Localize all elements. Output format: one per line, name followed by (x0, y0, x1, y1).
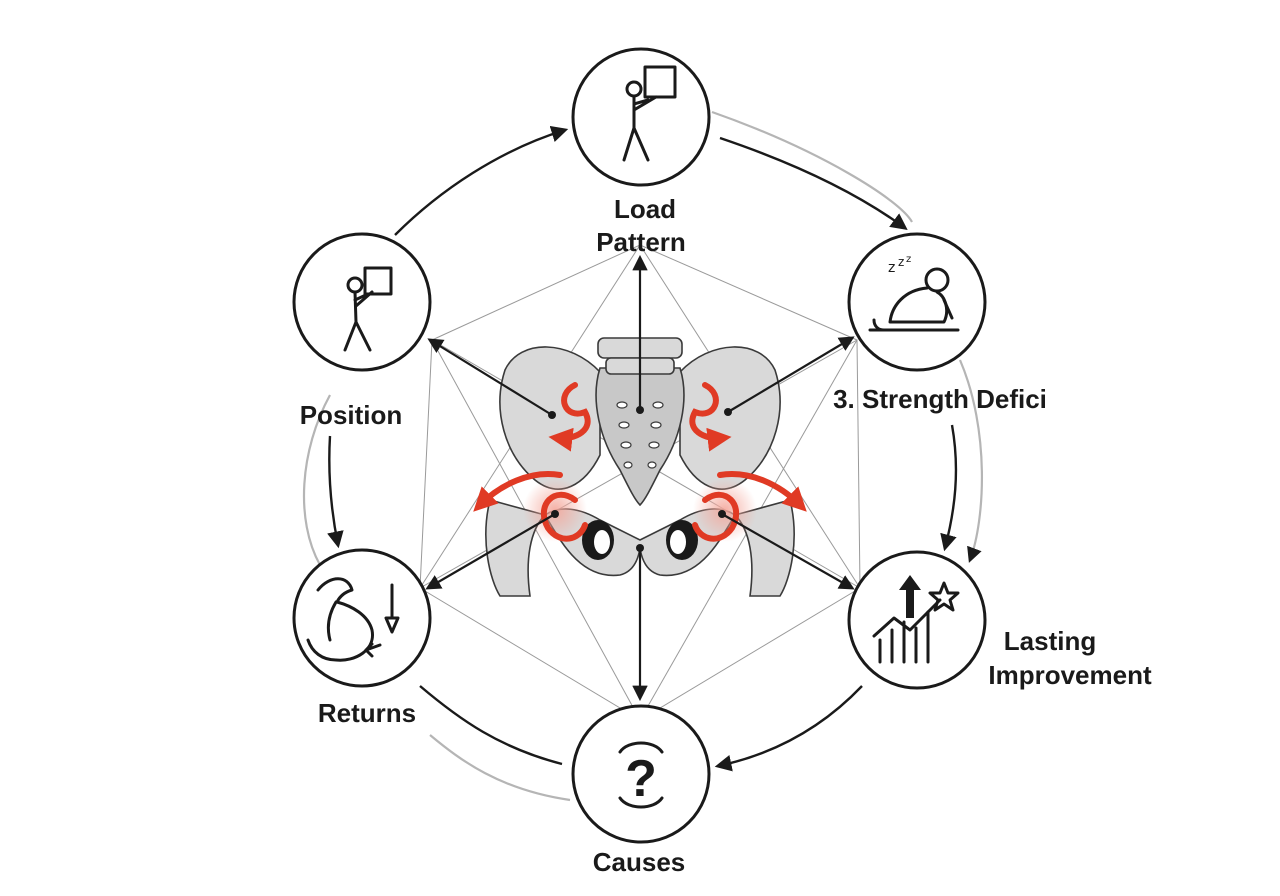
spoke-arrows (425, 254, 855, 702)
question-mark-icon: ? (618, 741, 664, 809)
node-label-returns: Returns (318, 698, 416, 728)
node-label-position: Position (300, 400, 403, 430)
node-label-pattern: Pattern (596, 227, 686, 257)
svg-text:?: ? (625, 750, 657, 808)
node-lasting-improvement: Lasting Improvement (847, 550, 1152, 690)
node-label-load: Load (614, 194, 676, 224)
person-carrying-box-icon (343, 266, 393, 352)
outer-cycle-ring (302, 110, 984, 802)
red-rotation-arrows (473, 382, 807, 542)
node-label-improvement: Improvement (988, 660, 1152, 690)
node-returns: Returns (292, 548, 432, 728)
node-label-lasting: Lasting (1004, 626, 1096, 656)
node-strength-deficit: z z z 3. Strength Defici (833, 232, 1047, 414)
node-position: Position (292, 232, 432, 430)
node-label-causes: Causes (593, 847, 686, 877)
svg-text:z: z (888, 260, 895, 276)
svg-text:z: z (898, 255, 904, 269)
svg-text:z: z (906, 254, 911, 265)
node-label-strength-deficit: 3. Strength Defici (833, 384, 1047, 414)
rising-chart-star-icon (872, 575, 960, 664)
flexed-arm-down-arrow-icon (306, 577, 400, 662)
node-causes: ? Causes (571, 704, 711, 877)
node-load-pattern: Load Pattern (571, 47, 711, 257)
person-lifting-box-icon (622, 65, 677, 162)
cycle-flow-arrows (327, 125, 958, 772)
sleeping-person-icon: z z z (868, 254, 960, 332)
